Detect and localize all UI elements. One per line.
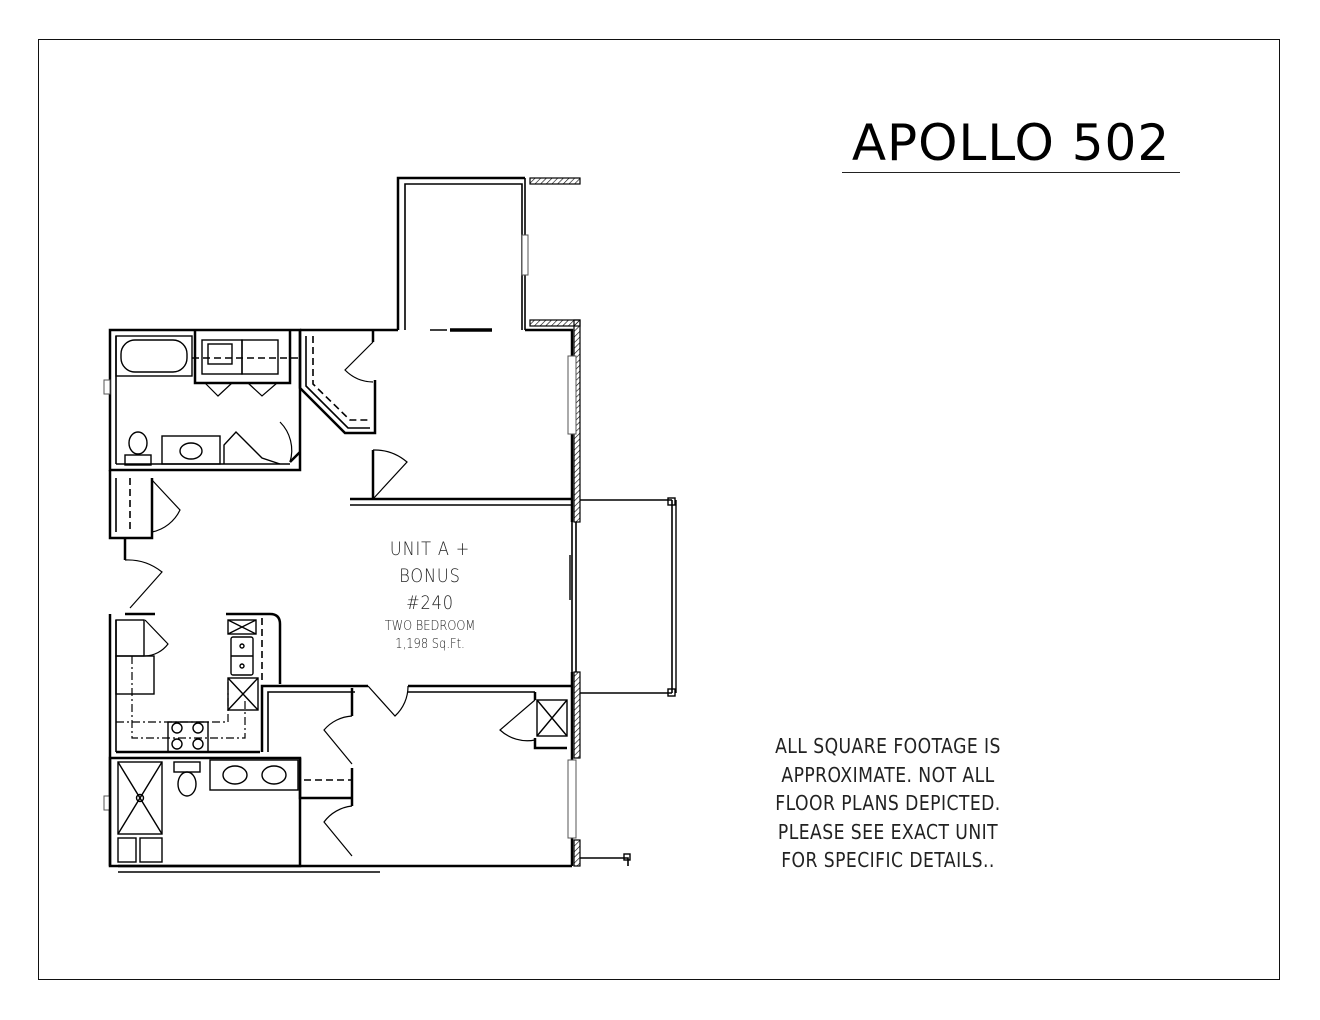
- disclaimer-line: FLOOR PLANS DEPICTED.: [775, 791, 1001, 815]
- unit-name: UNIT A +: [389, 538, 471, 560]
- lower-bedroom-walls: [108, 671, 631, 873]
- unit-number: #240: [406, 592, 454, 614]
- plan-title: APOLLO 502: [851, 114, 1171, 172]
- disclaimer-line: FOR SPECIFIC DETAILS..: [781, 848, 995, 872]
- unit-type: TWO BEDROOM: [384, 618, 476, 634]
- upper-bedroom-walls: [298, 319, 581, 523]
- title-underline: [842, 172, 1180, 173]
- disclaimer-line: PLEASE SEE EXACT UNIT: [777, 819, 999, 844]
- disclaimer-line: ALL SQUARE FOOTAGE IS: [775, 734, 1001, 758]
- bonus-room-walls: [396, 176, 581, 332]
- disclaimer-line: APPROXIMATE. NOT ALL: [781, 762, 995, 787]
- unit-area: 1,198 Sq.Ft.: [395, 636, 465, 652]
- unit-label: UNIT A + BONUS #240 TWO BEDROOM 1,198 Sq…: [360, 536, 500, 653]
- kitchen: [108, 612, 360, 754]
- entry-closet: [108, 470, 181, 609]
- balcony: [569, 497, 677, 697]
- sheet-border: [38, 39, 1280, 980]
- master-bath-upper: [103, 328, 302, 472]
- unit-bonus: BONUS: [399, 565, 461, 587]
- disclaimer-note: ALL SQUARE FOOTAGE IS APPROXIMATE. NOT A…: [740, 732, 1036, 875]
